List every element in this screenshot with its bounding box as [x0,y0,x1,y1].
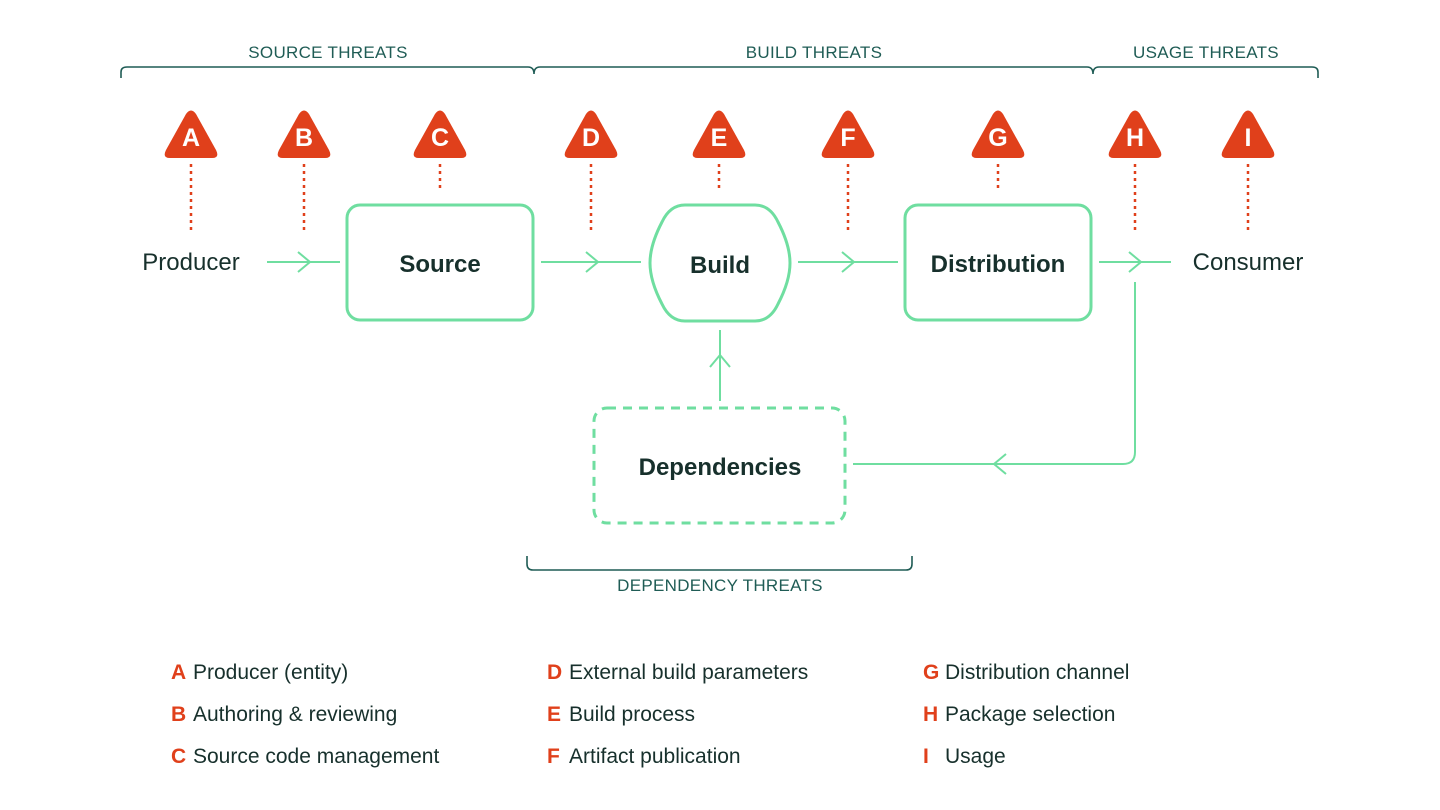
legend-label: Producer (entity) [193,661,349,684]
threat-marker-e: E [692,110,746,158]
group-label-source-threats: SOURCE THREATS [248,43,407,62]
flow-source-to-build [541,251,641,273]
group-label-dependency-threats: DEPENDENCY THREATS [617,576,823,595]
threat-marker-letter: D [582,124,600,152]
top-bracket [120,66,1319,78]
threat-marker-a: A [164,110,218,158]
legend-letter: H [923,703,939,726]
node-dependencies-box [592,406,847,525]
threat-marker-shape [971,110,1025,158]
node-dependencies-label: Dependencies [639,454,802,481]
node-source-label: Source [399,251,480,278]
legend-item-f: F Artifact publication [547,745,741,769]
legend-label: Distribution channel [945,661,1130,684]
group-label-usage-threats: USAGE THREATS [1133,43,1279,62]
dependency-bracket [526,556,913,571]
flow-dependencies-to-build [709,330,731,401]
legend-letter: I [923,745,929,768]
flow-distribution-loop-to-dependencies [853,282,1136,475]
legend-letter: C [171,745,187,768]
legend-item-d: D External build parameters [547,661,808,685]
threat-marker-letter: A [182,124,200,152]
threat-marker-letter: C [431,124,449,152]
threat-marker-shape [413,110,467,158]
legend-item-b: B Authoring & reviewing [171,703,397,727]
legend-label: Authoring & reviewing [193,703,398,726]
legend-letter: A [171,661,187,684]
node-distribution-box [903,203,1093,322]
threat-marker-g: G [971,110,1025,158]
legend-letter: G [923,661,940,684]
threat-marker-letter: F [840,124,855,152]
flow-producer-to-source [267,251,340,273]
threat-marker-i: I [1221,110,1275,158]
threat-marker-shape [1108,110,1162,158]
threat-marker-shape [564,110,618,158]
flow-build-to-distribution [798,251,898,273]
threat-marker-shape [692,110,746,158]
legend-letter: E [547,703,562,726]
threat-marker-shape [277,110,331,158]
node-build-hexagon [648,203,792,323]
threat-marker-h: H [1108,110,1162,158]
legend-item-c: C Source code management [171,745,439,769]
legend-letter: D [547,661,563,684]
legend-item-e: E Build process [547,703,695,727]
legend-item-h: H Package selection [923,703,1115,727]
threat-marker-b: B [277,110,331,158]
legend-label: Source code management [193,745,440,768]
legend-label: Build process [569,703,696,726]
legend-label: Artifact publication [569,745,741,768]
threat-marker-d: D [564,110,618,158]
threat-marker-letter: I [1245,124,1252,152]
threat-marker-shape [164,110,218,158]
legend-label: Package selection [945,703,1116,726]
legend-label: External build parameters [569,661,809,684]
threat-marker-shape [1221,110,1275,158]
node-producer: Producer [142,249,239,276]
threat-marker-letter: H [1126,124,1144,152]
threat-marker-f: F [821,110,875,158]
threat-marker-shape [821,110,875,158]
threat-marker-c: C [413,110,467,158]
legend-item-i: I Usage [923,745,1006,769]
group-label-build-threats: BUILD THREATS [746,43,882,62]
legend-letter: F [547,745,560,768]
node-consumer: Consumer [1193,249,1304,276]
node-build-label: Build [690,252,750,279]
node-source-box [345,203,535,322]
legend-letter: B [171,703,187,726]
legend-item-a: A Producer (entity) [171,661,348,685]
threat-marker-letter: G [988,124,1007,152]
legend-label: Usage [945,745,1006,768]
flow-distribution-to-consumer [1099,251,1171,273]
node-distribution-label: Distribution [931,251,1066,278]
threat-marker-letter: E [711,124,728,152]
threat-marker-letter: B [295,124,313,152]
